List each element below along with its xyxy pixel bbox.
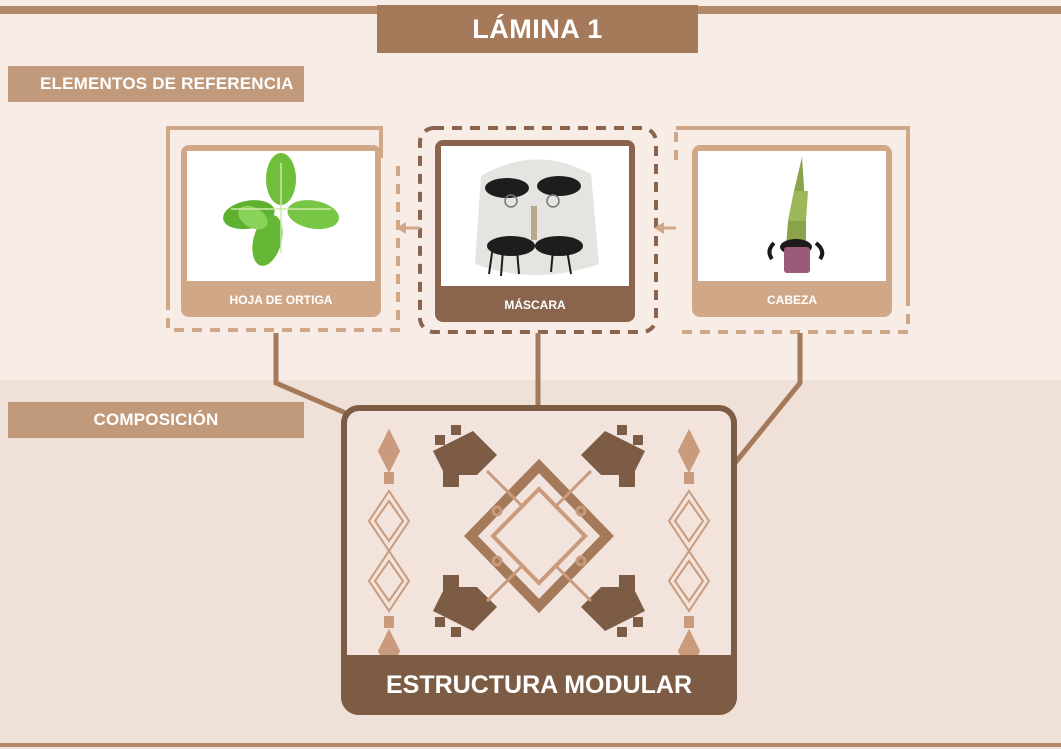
nettle-leaf-image: [187, 151, 375, 281]
card-label-hoja: HOJA DE ORTIGA: [181, 293, 381, 307]
card-label-cabeza: CABEZA: [692, 293, 892, 307]
step-motif-bottom-right: [581, 575, 645, 637]
left-vertical-ornament: [369, 431, 409, 671]
card-cabeza: CABEZA: [692, 145, 892, 317]
step-motif-top-right: [581, 425, 645, 487]
card-mascara: MÁSCARA: [435, 140, 635, 322]
card-label-mascara: MÁSCARA: [435, 298, 635, 312]
structure-label: ESTRUCTURA MODULAR: [341, 655, 737, 715]
step-motif-top-left: [433, 425, 497, 487]
step-motif-bottom-left: [433, 575, 497, 637]
head-image: [698, 151, 886, 281]
mask-image: [441, 146, 629, 286]
right-vertical-ornament: [669, 431, 709, 671]
card-hoja-de-ortiga: HOJA DE ORTIGA: [181, 145, 381, 317]
central-diamond: [471, 466, 607, 606]
